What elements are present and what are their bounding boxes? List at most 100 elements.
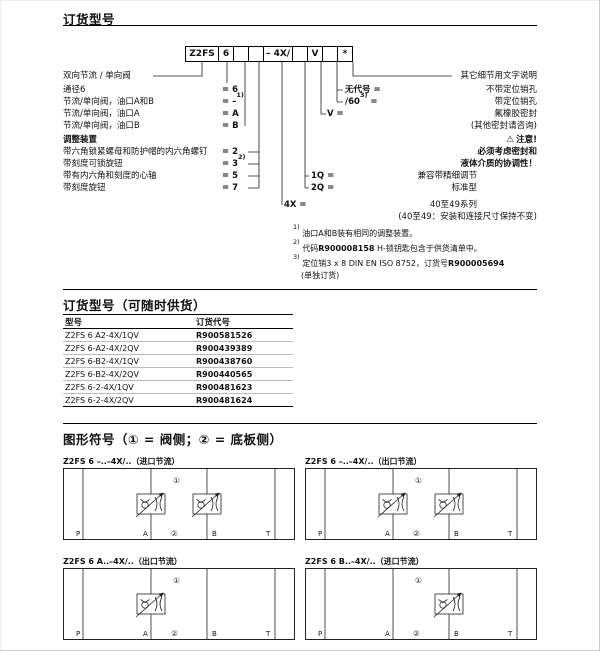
code-row-adjust-7: 带刻度旋钮 = 7 — [63, 182, 253, 194]
code-row-valve-type: 双向节流 / 单向阀 — [63, 70, 253, 82]
code-cell-details: * — [337, 46, 353, 62]
divider — [63, 423, 537, 424]
footnote-text: 油口A和B装有相同的调整装置。 — [302, 229, 418, 238]
warning-title-row: ⚠注意! — [506, 134, 537, 146]
row-value: = 5 — [222, 171, 238, 181]
code-row-adjust-3: 带刻度可锁旋钮 = 32) — [63, 154, 253, 170]
cell-code: R900440565 — [196, 369, 253, 379]
table-row: Z2FS 6-B2-4X/2QV R900440565 — [63, 368, 293, 381]
code-cell-flow — [292, 46, 308, 62]
throttle-check-valve-a — [136, 593, 165, 617]
row-label: 带刻度旋钮 — [63, 183, 106, 193]
throttle-check-valve-b — [434, 493, 463, 517]
plate-side-marker: ② — [171, 629, 178, 638]
row-value: = 6 — [222, 85, 238, 95]
row-value: 40至49系列 — [429, 200, 477, 210]
series-note: (40至49：安装和连接尺寸保持不变) — [398, 212, 537, 222]
code-row-series: 4X = 40至49系列 — [284, 199, 477, 211]
row-key: /603) = — [345, 91, 378, 107]
code-row-port-b: 节流/单向阀，油口B = B — [63, 120, 253, 132]
code-row-adjust-2: 带六角锁紧螺母和防护帽的内六角螺钉 = 2 — [63, 146, 253, 158]
stock-table: 型号 订货代号 Z2FS 6 A2-4X/1QV R900581526 Z2FS… — [63, 314, 293, 407]
cell-model: Z2FS 6-B2-4X/2QV — [65, 369, 139, 379]
footnote-bold: R900005694 — [448, 259, 505, 268]
warning-line-1: 必须考虑密封和 — [477, 147, 537, 157]
cell-code: R900439389 — [196, 343, 253, 353]
code-row-size: 通径6 = 6 — [63, 84, 253, 96]
port-label-p: P — [76, 630, 80, 638]
code-row-pin-60: /603) = 带定位销孔 — [345, 91, 537, 108]
warning-icon: ⚠ — [506, 135, 515, 145]
code-row-pin-none: 无代号 = 不带定位销孔 — [345, 84, 537, 96]
port-label-a: A — [143, 530, 148, 538]
code-row-2q: 2Q = 标准型 — [311, 182, 477, 194]
footnote-3: 3) 定位销3 x 8 DIN EN ISO 8752，订货号R90000569… — [293, 254, 505, 269]
ordering-code-boxes: Z2FS 6 – 4X/ V * — [185, 46, 353, 62]
port-lines — [82, 469, 276, 539]
footnote-mark: 3) — [293, 253, 300, 262]
code-row-port-a: 节流/单向阀，油口A = A — [63, 108, 253, 120]
divider — [63, 25, 537, 26]
code-row-details: 其它细节用文字说明 — [460, 71, 537, 81]
code-cell-type: Z2FS — [185, 46, 219, 62]
row-key: 4X = — [284, 200, 307, 210]
valve-side-marker: ① — [415, 576, 422, 585]
cell-code: R900581526 — [196, 330, 253, 340]
footnote-mark: 3) — [359, 91, 368, 100]
port-label-a: A — [143, 630, 148, 638]
row-value: 不带定位销孔 — [485, 85, 537, 95]
port-label-p: P — [76, 530, 80, 538]
row-label: 节流/单向阀，油口A — [63, 109, 140, 119]
warning-title: 注意! — [516, 135, 537, 145]
valve-side-marker: ① — [173, 576, 180, 585]
port-label-a: A — [385, 530, 390, 538]
seal-note: (其他密封请咨询) — [470, 121, 537, 131]
row-label: 带刻度可锁旋钮 — [63, 159, 123, 169]
table-row: Z2FS 6-2-4X/2QV R900481624 — [63, 394, 293, 407]
valve-side-marker: ① — [173, 476, 180, 485]
row-value: = – — [222, 97, 237, 107]
port-label-t: T — [507, 530, 513, 538]
table-row: Z2FS 6 A2-4X/1QV R900581526 — [63, 329, 293, 342]
plate-side-marker: ② — [413, 629, 420, 638]
port-label-b: B — [212, 530, 217, 538]
code-cell-seal: V — [307, 46, 323, 62]
symbol-diagram-single-b: ① ② P A B T — [305, 568, 537, 640]
code-row-adjust-5: 带有内六角和刻度的心轴 = 5 — [63, 170, 253, 182]
section-title-symbols: 图形符号（① = 阀侧；② = 底板侧） — [63, 432, 283, 447]
code-row-port-ab: 节流/单向阀，油口A和B = –1) — [63, 92, 253, 108]
port-label-a: A — [385, 630, 390, 638]
divider — [63, 289, 537, 290]
row-value: = 3 — [222, 159, 238, 169]
diagram-title-4: Z2FS 6 B..–4X/..（进口节流） — [305, 557, 424, 566]
cell-code: R900481623 — [196, 382, 253, 392]
plate-side-marker: ② — [171, 529, 178, 538]
row-value: 兼容带精细调节 — [417, 171, 477, 181]
code-cell-pin — [322, 46, 338, 62]
cell-model: Z2FS 6-A2-4X/2QV — [65, 343, 140, 353]
warning-line-2: 液体介质的协调性！ — [460, 159, 537, 169]
table-row: Z2FS 6-A2-4X/2QV R900439389 — [63, 342, 293, 355]
row-label: 节流/单向阀，油口A和B — [63, 97, 155, 107]
table-row: Z2FS 6-B2-4X/1QV R900438760 — [63, 355, 293, 368]
diagram-title-1: Z2FS 6 –..–4X/..（进口节流） — [63, 457, 180, 466]
footnote-2: 2) 代码R900008158 H-锁钥匙包含于供货清单中。 — [293, 239, 482, 254]
row-key: 2Q = — [311, 183, 335, 193]
port-lines — [324, 469, 518, 539]
footnote-1: 1) 油口A和B装有相同的调整装置。 — [293, 224, 418, 239]
cell-model: Z2FS 6-2-4X/2QV — [65, 395, 134, 405]
cell-code: R900438760 — [196, 356, 253, 366]
cell-model: Z2FS 6-2-4X/1QV — [65, 382, 134, 392]
port-label-b: B — [454, 630, 459, 638]
row-key: V = — [327, 109, 344, 119]
code-cell-size: 6 — [218, 46, 234, 62]
footnote-text: 定位销3 x 8 DIN EN ISO 8752，订货号 — [302, 259, 449, 268]
throttle-check-valve-b — [192, 493, 221, 517]
port-lines — [82, 569, 276, 639]
table-row: Z2FS 6-2-4X/1QV R900481623 — [63, 381, 293, 394]
footnote-bold: R900008158 — [318, 244, 375, 253]
footnote-mark: 1) — [293, 223, 300, 232]
row-value: 氟橡胶密封 — [494, 109, 537, 119]
throttle-check-valve-b — [434, 593, 463, 617]
